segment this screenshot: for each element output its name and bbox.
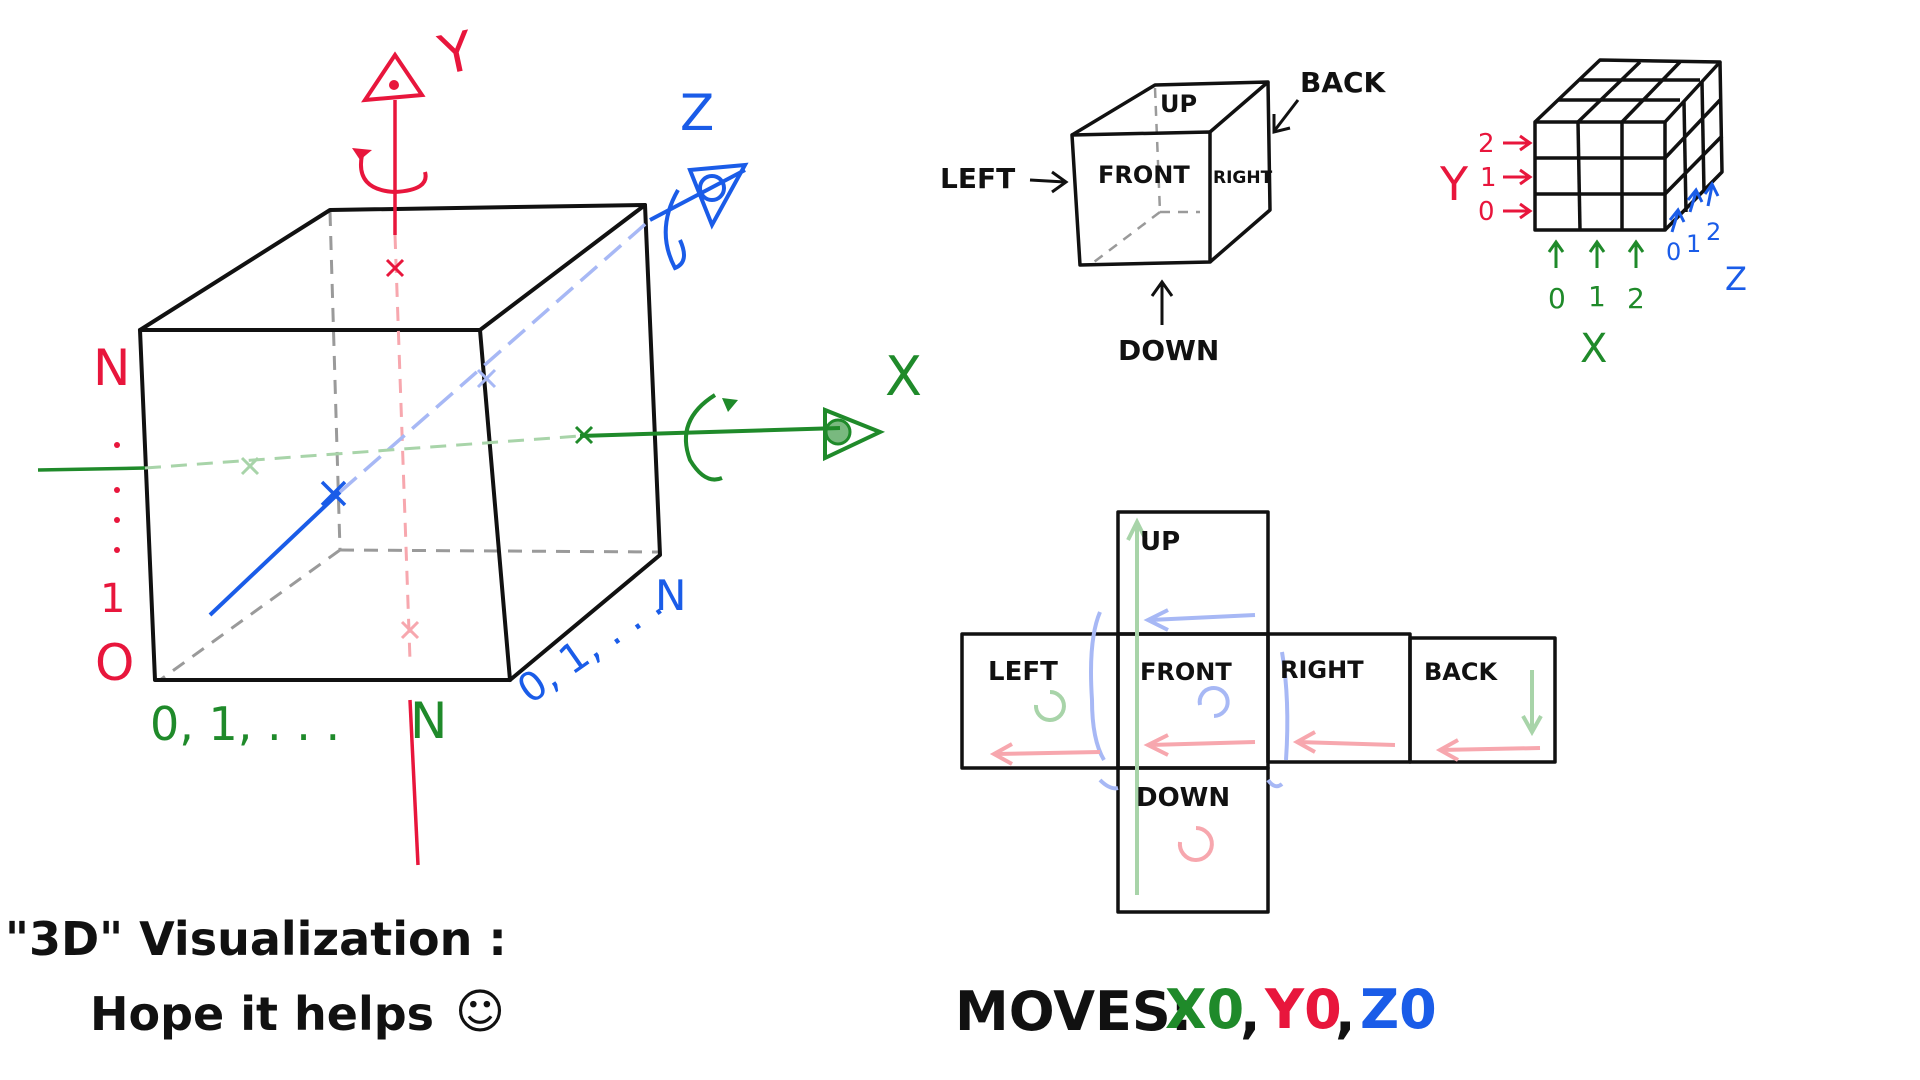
caption-line-2: Hope it helps xyxy=(90,987,434,1041)
faces-pointer-arrows xyxy=(1029,99,1300,325)
big-cube-edges xyxy=(138,203,662,682)
y-axis: Y xyxy=(352,19,480,866)
grid-x-tick-2: 2 xyxy=(1627,282,1645,315)
left-n-label: N xyxy=(93,339,130,397)
left-zero-label: O xyxy=(95,634,134,692)
grid-x-tick-1: 1 xyxy=(1588,280,1606,313)
faces-up-label: UP xyxy=(1160,90,1197,118)
x-rotation-arrow-icon xyxy=(683,393,723,482)
grid-cube-diagram: Y 2 1 0 0 1 2 X 0 1 2 xyxy=(1439,58,1747,372)
bottom-x-end: N xyxy=(410,692,447,750)
big-cube-right-face xyxy=(508,203,662,682)
net-left-face xyxy=(960,632,1120,770)
faces-back-label: BACK xyxy=(1300,66,1387,99)
net-front-label: FRONT xyxy=(1140,658,1232,686)
faces-left-label: LEFT xyxy=(940,162,1015,195)
left-one-label: 1 xyxy=(100,576,125,622)
net-down-face xyxy=(1116,766,1270,914)
bottom-x-index-labels: 0, 1, . . . N xyxy=(150,692,447,751)
grid-z-tick-1: 1 xyxy=(1686,230,1701,258)
move-x0: X0 xyxy=(1165,978,1244,1041)
moves-separator-2: , xyxy=(1335,982,1356,1045)
net-left-label: LEFT xyxy=(988,657,1058,687)
big-cube-diagram: Y Z xyxy=(37,19,922,866)
net-right-label: RIGHT xyxy=(1280,656,1364,684)
move-z0: Z0 xyxy=(1360,978,1437,1041)
faces-cube-diagram: UP FRONT RIGHT BACK LEFT DOWN xyxy=(940,66,1387,367)
caption-line-1: "3D" Visualization : xyxy=(5,912,507,966)
grid-x-label: X xyxy=(1580,326,1607,372)
grid-x-ticks: 0 1 2 xyxy=(1548,280,1645,315)
z-axis: Z xyxy=(208,84,749,617)
net-front-face xyxy=(1116,632,1270,770)
net-back-label: BACK xyxy=(1424,658,1498,686)
grid-y-ticks: 2 1 0 xyxy=(1478,129,1497,227)
y-axis-label: Y xyxy=(432,19,479,88)
x-axis: X xyxy=(37,345,922,482)
moves-separator-1: , xyxy=(1240,982,1261,1045)
moves-label: MOVES: xyxy=(955,980,1192,1043)
net-down-label: DOWN xyxy=(1136,783,1230,813)
big-cube-top-face xyxy=(138,203,647,332)
grid-z-ticks: 0 1 2 xyxy=(1666,218,1721,266)
net-up-label: UP xyxy=(1140,527,1180,557)
big-cube-hidden-edges xyxy=(159,211,661,682)
right-z-sequence: 0, 1, . . . xyxy=(509,581,671,714)
right-z-end: N xyxy=(655,571,686,620)
grid-x-tick-0: 0 xyxy=(1548,282,1566,315)
grid-z-tick-2: 2 xyxy=(1706,218,1721,246)
grid-z-label: Z xyxy=(1725,260,1747,298)
grid-y-tick-2: 2 xyxy=(1478,129,1495,159)
bottom-x-sequence: 0, 1, . . . xyxy=(150,697,340,751)
y-axis-eye-icon xyxy=(361,51,426,103)
grid-y-tick-0: 0 xyxy=(1478,197,1495,227)
z-axis-label: Z xyxy=(680,84,714,142)
grid-y-tick-1: 1 xyxy=(1480,163,1497,193)
grid-z-tick-0: 0 xyxy=(1666,238,1681,266)
faces-down-label: DOWN xyxy=(1118,334,1219,367)
moves-line: MOVES: X0 , Y0 , Z0 xyxy=(955,978,1437,1045)
caption: "3D" Visualization : Hope it helps ☺ xyxy=(5,912,507,1041)
right-z-index-labels: 0, 1, . . . N xyxy=(509,571,686,713)
y-rotation-arrow-icon xyxy=(359,154,428,195)
faces-right-label: RIGHT xyxy=(1213,168,1273,188)
faces-front-label: FRONT xyxy=(1098,161,1190,189)
smiley-icon: ☺ xyxy=(455,984,505,1040)
net-back-face xyxy=(1408,636,1557,764)
z-axis-eye-icon xyxy=(687,162,749,230)
move-y0: Y0 xyxy=(1264,978,1342,1041)
z-rotation-arrow-icon xyxy=(663,189,686,271)
left-y-index-labels: N 1 O xyxy=(93,339,134,692)
grid-y-label: Y xyxy=(1439,157,1469,211)
cube-net-diagram: UP LEFT FRONT RIGHT BACK DOWN xyxy=(960,510,1557,914)
x-axis-label: X xyxy=(885,345,922,408)
